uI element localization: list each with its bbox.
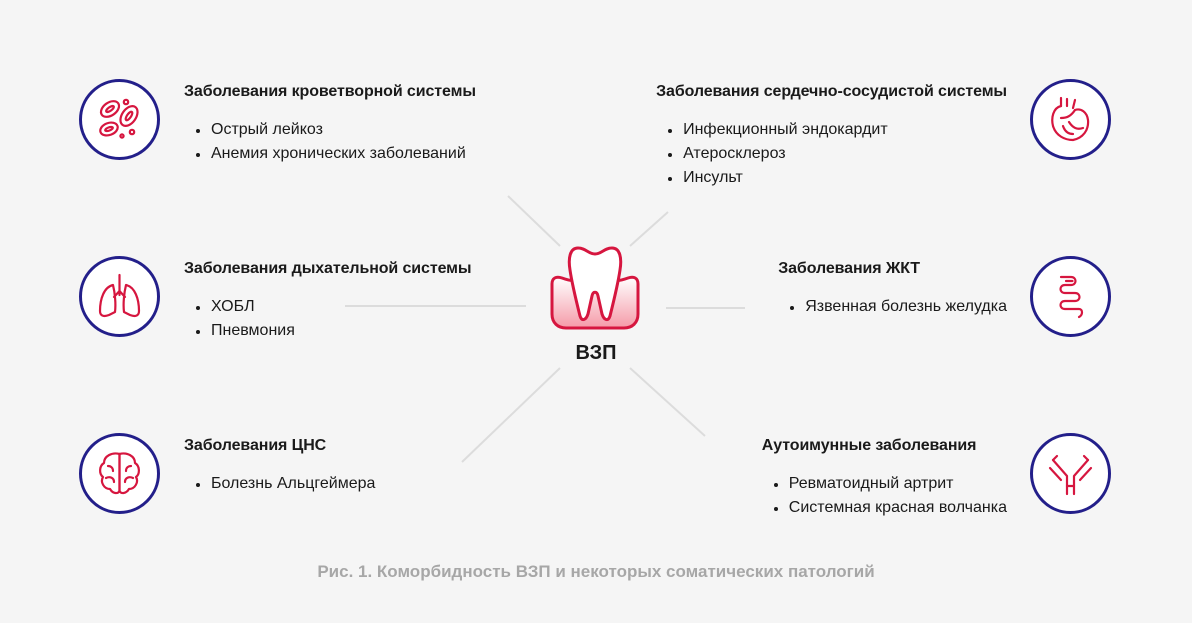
list-item: Острый лейкоз <box>184 118 476 142</box>
group-title: Заболевания сердечно-сосудистой системы <box>656 83 1007 100</box>
brain-icon <box>99 452 140 495</box>
group-respiratory: Заболевания дыхательной системы ХОБЛ Пне… <box>184 259 472 343</box>
list-item: Системная красная волчанка <box>762 496 1007 520</box>
connector-line <box>461 367 561 463</box>
group-title: Заболевания кроветворной системы <box>184 83 476 100</box>
group-title: Аутоимунные заболевания <box>761 437 977 454</box>
center-label: ВЗП <box>575 342 617 364</box>
list-item: Атеросклероз <box>656 142 1007 166</box>
heart-icon <box>1051 96 1090 142</box>
group-title: Заболевания ЦНС <box>184 437 327 454</box>
list-item: Язвенная болезнь желудка <box>778 295 1007 319</box>
lungs-icon <box>98 273 141 318</box>
group-list: Ревматоидный артрит Системная красная во… <box>762 472 1007 520</box>
list-item: Инфекционный эндокардит <box>656 118 1007 142</box>
blood-cells-icon <box>99 98 139 139</box>
list-item: Болезнь Альцгеймера <box>184 472 375 496</box>
list-item: Анемия хронических заболеваний <box>184 142 476 166</box>
lungs-icon-circle <box>79 256 160 337</box>
group-cardiovascular: Заболевания сердечно-сосудистой системы … <box>656 82 1007 190</box>
tooth-icon <box>550 246 640 330</box>
intestine-icon-circle <box>1030 256 1111 337</box>
intestine-icon <box>1059 275 1084 319</box>
figure-caption: Рис. 1. Коморбидность ВЗП и некоторых со… <box>317 562 875 581</box>
group-list: Инфекционный эндокардит Атеросклероз Инс… <box>656 118 1007 190</box>
group-list: Болезнь Альцгеймера <box>184 472 375 496</box>
group-list: ХОБЛ Пневмония <box>184 295 471 343</box>
group-hematopoietic: Заболевания кроветворной системы Острый … <box>184 82 476 166</box>
blood-cells-icon-circle <box>79 79 160 160</box>
connector-line <box>507 195 561 247</box>
list-item: Инсульт <box>656 166 1007 190</box>
list-item: ХОБЛ <box>184 295 471 319</box>
group-title: Заболевания ЖКТ <box>778 260 920 277</box>
group-title: Заболевания дыхательной системы <box>184 260 472 277</box>
group-cns: Заболевания ЦНС Болезнь Альцгеймера <box>184 436 375 496</box>
connector-line <box>629 367 706 437</box>
heart-icon-circle <box>1030 79 1111 160</box>
list-item: Пневмония <box>184 319 471 343</box>
group-list: Язвенная болезнь желудка <box>778 295 1007 319</box>
antibody-icon <box>1048 454 1093 496</box>
brain-icon-circle <box>79 433 160 514</box>
antibody-icon-circle <box>1030 433 1111 514</box>
list-item: Ревматоидный артрит <box>762 472 1007 496</box>
group-gastrointestinal: Заболевания ЖКТ Язвенная болезнь желудка <box>778 259 1007 319</box>
group-autoimmune: Аутоимунные заболевания Ревматоидный арт… <box>762 436 1007 520</box>
group-list: Острый лейкоз Анемия хронических заболев… <box>184 118 476 166</box>
connector-line <box>629 211 669 247</box>
